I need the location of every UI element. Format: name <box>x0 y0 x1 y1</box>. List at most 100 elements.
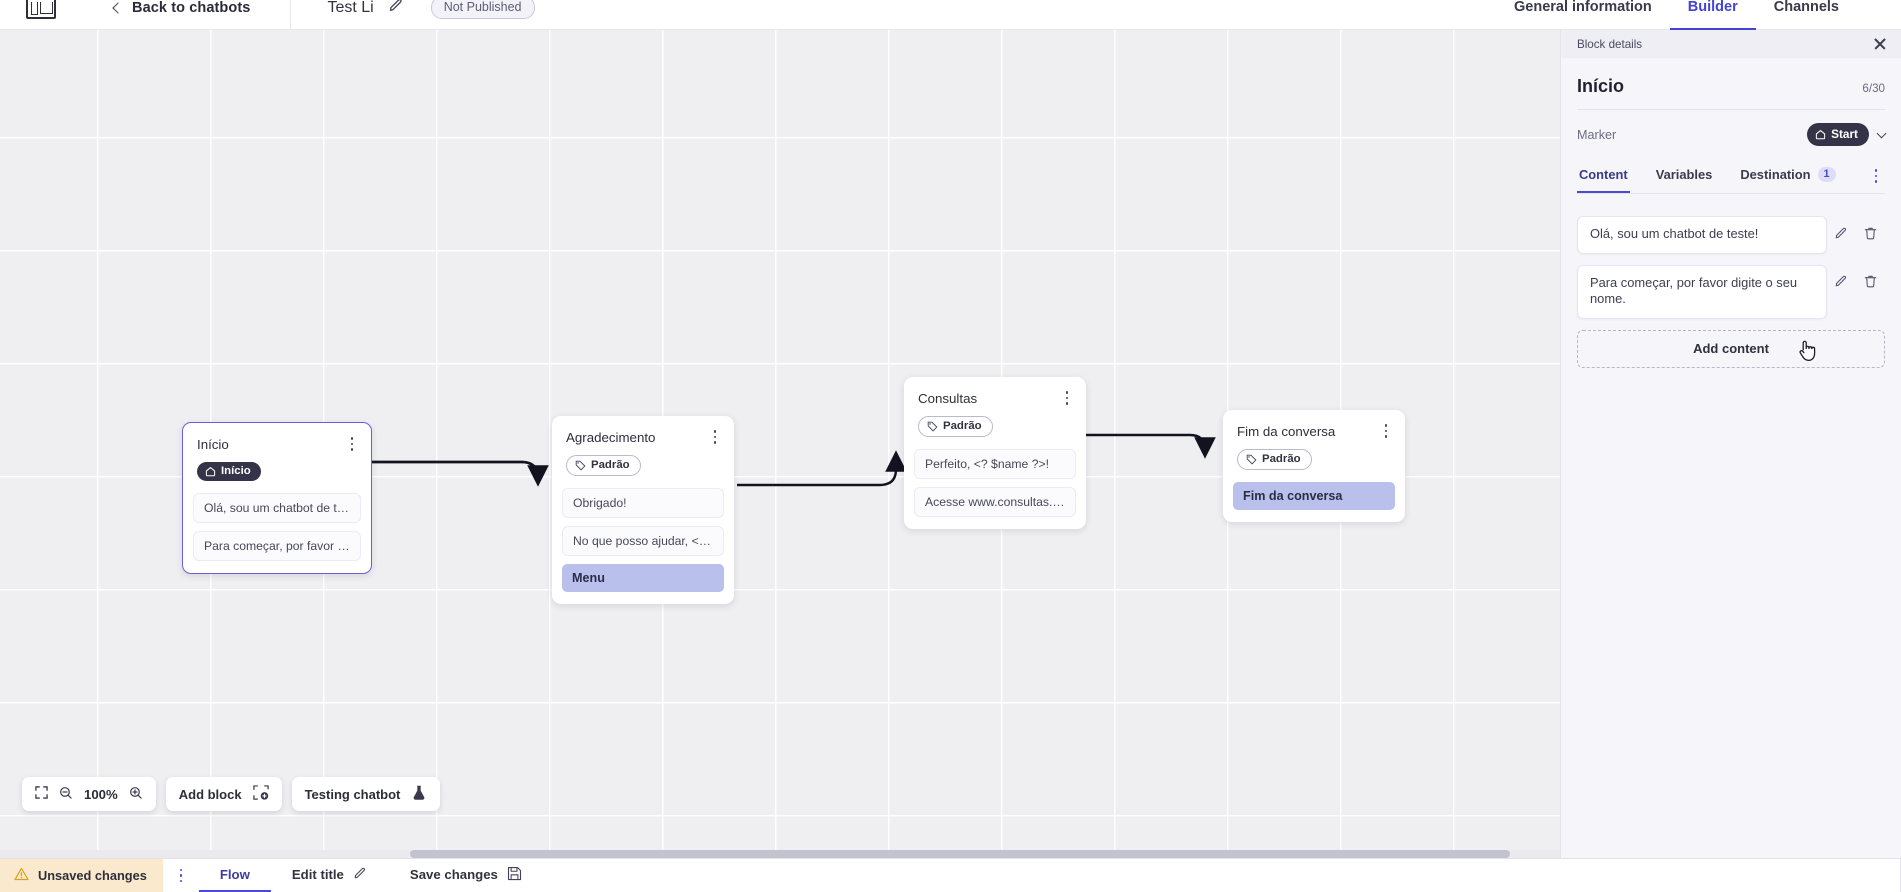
zoom-in-icon[interactable] <box>129 786 143 803</box>
flow-block-tag: Padrão <box>566 455 641 476</box>
content-list: Olá, sou um chatbot de teste! Para começ… <box>1577 194 1885 368</box>
panel-overflow-menu-icon[interactable] <box>1867 165 1885 187</box>
flow-block-header: Consultas Padrão <box>904 377 1086 449</box>
tab-variables[interactable]: Variables <box>1654 159 1715 193</box>
warning-icon <box>14 867 29 884</box>
close-icon[interactable] <box>1872 36 1888 52</box>
save-icon <box>507 866 522 884</box>
app-logo-icon <box>26 0 56 19</box>
flow-block-menu-icon[interactable] <box>1379 423 1393 439</box>
unsaved-changes-indicator: Unsaved changes <box>0 859 163 892</box>
flow-block-title: Início <box>197 437 229 452</box>
flow-block-fim-da-conversa[interactable]: Fim da conversa Padrão Fim da conversa <box>1223 410 1405 522</box>
status-bar-menu-icon[interactable] <box>163 859 199 892</box>
flow-block-header: Agradecimento Padrão <box>552 416 734 488</box>
marker-value: Start <box>1831 127 1858 141</box>
tab-content-label: Content <box>1579 167 1628 182</box>
pencil-icon <box>353 866 368 884</box>
zoom-out-icon[interactable] <box>59 786 73 803</box>
content-item: Para começar, por favor digite o seu nom… <box>1577 264 1885 319</box>
fit-screen-icon[interactable] <box>35 786 48 802</box>
document-title: Test Li <box>327 0 374 16</box>
add-content-button[interactable]: Add content <box>1577 329 1885 368</box>
flow-block-message[interactable]: Acesse www.consultas.com par... <box>914 487 1076 517</box>
flow-canvas[interactable]: Início Início Olá, sou um chatbot de tes… <box>0 30 1560 858</box>
flow-block-chip-end[interactable]: Fim da conversa <box>1233 482 1395 510</box>
flow-block-title: Agradecimento <box>566 430 656 445</box>
canvas-horizontal-scrollbar[interactable] <box>0 850 1560 858</box>
panel-title: Início <box>1577 76 1625 96</box>
flow-connectors <box>372 433 1216 487</box>
flow-block-menu-icon[interactable] <box>708 429 722 445</box>
tab-builder[interactable]: Builder <box>1669 0 1756 30</box>
back-to-chatbots-button[interactable]: Back to chatbots <box>112 0 251 16</box>
content-text[interactable]: Para começar, por favor digite o seu nom… <box>1577 264 1827 319</box>
panel-title-bar: Block details <box>1561 30 1901 58</box>
scrollbar-thumb[interactable] <box>410 850 1510 858</box>
tab-content[interactable]: Content <box>1577 159 1630 193</box>
tag-icon <box>1246 454 1257 464</box>
add-block-button[interactable]: Add block <box>165 777 282 811</box>
flow-block-tag-label: Padrão <box>591 459 630 471</box>
chevron-left-icon <box>112 1 124 14</box>
flow-block-message[interactable]: Obrigado! <box>562 488 724 518</box>
flow-block-header: Fim da conversa Padrão <box>1223 410 1405 482</box>
tab-destination[interactable]: Destination 1 <box>1738 159 1837 193</box>
status-item-save-changes-label: Save changes <box>409 867 498 882</box>
tag-icon <box>575 460 586 470</box>
delete-content-trash-icon[interactable] <box>1856 216 1885 250</box>
flow-block-tag-label: Início <box>221 465 251 477</box>
status-item-save-changes[interactable]: Save changes <box>389 859 543 892</box>
flow-block-message[interactable]: Para começar, por favor digite o ... <box>193 531 361 561</box>
home-icon <box>205 466 216 476</box>
tab-general-information[interactable]: General information <box>1514 0 1652 15</box>
top-header: Back to chatbots Test Li Not Published G… <box>0 0 1901 30</box>
testing-chatbot-button[interactable]: Testing chatbot <box>291 777 441 811</box>
panel-char-count: 6/30 <box>1862 82 1885 95</box>
unsaved-changes-label: Unsaved changes <box>38 868 147 883</box>
status-item-flow[interactable]: Flow <box>198 859 271 892</box>
flow-block-title: Fim da conversa <box>1237 424 1336 439</box>
flow-block-message[interactable]: Olá, sou um chatbot de teste! <box>193 493 361 523</box>
flow-block-message[interactable]: Perfeito, <? $name ?>! <box>914 449 1076 479</box>
flask-icon <box>411 785 427 804</box>
edit-content-pencil-icon[interactable] <box>1827 265 1856 299</box>
flow-block-tag: Padrão <box>1237 449 1312 470</box>
zoom-controls[interactable]: 100% <box>22 777 156 811</box>
panel-bar-label: Block details <box>1577 37 1643 51</box>
destination-count-badge: 1 <box>1817 167 1836 182</box>
home-icon <box>1815 129 1826 139</box>
flow-block-message[interactable]: No que posso ajudar, <? $name ... <box>562 526 724 556</box>
content-text[interactable]: Olá, sou um chatbot de teste! <box>1577 216 1827 254</box>
chevron-down-icon[interactable] <box>1876 128 1887 138</box>
delete-content-trash-icon[interactable] <box>1856 265 1885 299</box>
panel-heading-row: Início 6/30 <box>1577 58 1885 110</box>
tab-channels[interactable]: Channels <box>1773 0 1839 15</box>
flow-block-chip-menu[interactable]: Menu <box>562 564 724 592</box>
marker-pill: Start <box>1807 123 1869 146</box>
add-block-label: Add block <box>178 786 242 802</box>
status-item-edit-title[interactable]: Edit title <box>271 859 389 892</box>
status-item-flow-label: Flow <box>219 867 250 882</box>
edit-content-pencil-icon[interactable] <box>1827 216 1856 250</box>
tab-variables-label: Variables <box>1655 167 1713 182</box>
flow-block-menu-icon[interactable] <box>345 436 359 452</box>
flow-block-inicio[interactable]: Início Início Olá, sou um chatbot de tes… <box>182 422 372 574</box>
panel-tabs: Content Variables Destination 1 <box>1577 159 1885 194</box>
flow-block-tag: Início <box>197 462 261 481</box>
testing-chatbot-label: Testing chatbot <box>304 786 401 802</box>
status-bar: Unsaved changes Flow Edit title Save cha… <box>0 858 1901 892</box>
flow-block-header: Início Início <box>183 423 371 493</box>
back-to-chatbots-label: Back to chatbots <box>132 0 251 16</box>
marker-select[interactable]: Start <box>1807 123 1887 146</box>
add-block-icon <box>252 784 269 804</box>
flow-block-consultas[interactable]: Consultas Padrão Perfeito, <? $name ?>! … <box>904 377 1086 529</box>
status-item-edit-title-label: Edit title <box>291 867 344 882</box>
tab-destination-label: Destination <box>1740 167 1811 182</box>
content-item: Olá, sou um chatbot de teste! <box>1577 216 1885 254</box>
flow-block-title: Consultas <box>918 391 978 406</box>
header-tabs: General information Builder Channels <box>1496 0 1901 30</box>
flow-block-menu-icon[interactable] <box>1060 390 1074 406</box>
edit-title-pencil-icon[interactable] <box>388 0 405 19</box>
flow-block-agradecimento[interactable]: Agradecimento Padrão Obrigado! No que po… <box>552 416 734 604</box>
